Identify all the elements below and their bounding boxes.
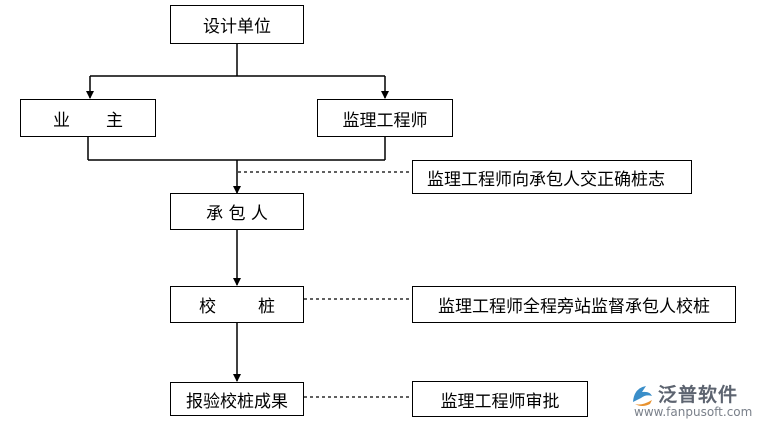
supervisor-box: 监理工程师 (317, 99, 453, 137)
note1-box: 监理工程师向承包人交正确桩志 (412, 160, 692, 194)
note3-box: 监理工程师审批 (412, 381, 588, 417)
owner-label-part2: 主 (106, 110, 123, 131)
design-unit-box: 设计单位 (170, 5, 304, 44)
design-unit-label: 设计单位 (203, 17, 271, 37)
report-label: 报验校桩成果 (186, 391, 288, 412)
note1-label: 监理工程师向承包人交正确桩志 (427, 169, 665, 190)
watermark-url: www.fanpusoft.com (634, 405, 753, 419)
owner-box: 业 主 (20, 99, 156, 137)
calibrate-box: 校 桩 (170, 286, 304, 323)
calibrate-label-part1: 校 (199, 297, 216, 317)
contractor-label: 承 包 人 (206, 204, 268, 224)
note2-label: 监理工程师全程旁站监督承包人校桩 (438, 297, 710, 317)
note2-box: 监理工程师全程旁站监督承包人校桩 (412, 286, 736, 323)
contractor-box: 承 包 人 (170, 193, 304, 230)
supervisor-label: 监理工程师 (342, 110, 428, 131)
watermark-logo: 泛普软件 www.fanpusoft.com (630, 380, 758, 422)
watermark-name: 泛普软件 (658, 384, 739, 406)
fanpu-logo-icon (633, 386, 652, 406)
calibrate-label-part2: 桩 (258, 297, 275, 317)
owner-label-part1: 业 (53, 110, 70, 131)
report-box: 报验校桩成果 (170, 382, 304, 416)
note3-label: 监理工程师审批 (440, 391, 560, 412)
